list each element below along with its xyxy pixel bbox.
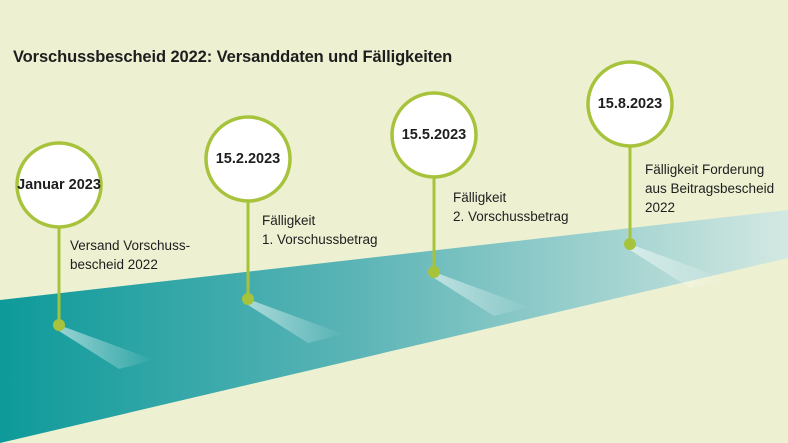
light-beam: [59, 325, 154, 369]
light-beam: [248, 299, 343, 343]
milestone-description-line: Fälligkeit: [453, 190, 507, 205]
light-beam: [434, 272, 529, 316]
milestone-bubble: [586, 60, 674, 148]
milestone-dot: [624, 238, 636, 250]
milestone-description-line: 2. Vorschussbetrag: [453, 209, 569, 224]
milestone-description-line: aus Beitragsbescheid: [645, 181, 775, 196]
milestone-description-line: bescheid 2022: [70, 257, 158, 272]
milestone-description-line: 1. Vorschussbetrag: [262, 232, 378, 247]
milestone-description-line: Versand Vorschuss-: [70, 238, 191, 253]
milestone-description-line: 2022: [645, 200, 676, 215]
milestone-date: 15.8.2023: [597, 96, 663, 112]
milestone-bubble: [204, 115, 292, 203]
milestone-description: Versand Vorschuss-bescheid 2022: [70, 236, 190, 274]
milestone-description-line: Fälligkeit: [262, 213, 316, 228]
milestone-description: Fälligkeit 1. Vorschussbetrag: [262, 211, 378, 249]
milestone-date: 15.2.2023: [215, 151, 281, 167]
milestone-description: Fälligkeit 2. Vorschussbetrag: [453, 188, 569, 226]
light-beam: [630, 244, 725, 288]
milestone-description: Fälligkeit Forderung aus Beitragsbescheid…: [645, 160, 774, 217]
milestone-dot: [53, 319, 65, 331]
milestone-date: Januar 2023: [17, 177, 101, 193]
milestone-description-line: Fälligkeit Forderung: [645, 162, 765, 177]
diagram-title: Vorschussbescheid 2022: Versanddaten und…: [13, 48, 453, 66]
milestone-date: 15.5.2023: [401, 127, 467, 143]
milestone-dot: [242, 293, 254, 305]
timeline-band: [0, 210, 788, 443]
milestone-bubble: [390, 91, 478, 179]
milestone-dot: [428, 266, 440, 278]
milestone-bubble: [15, 141, 103, 229]
